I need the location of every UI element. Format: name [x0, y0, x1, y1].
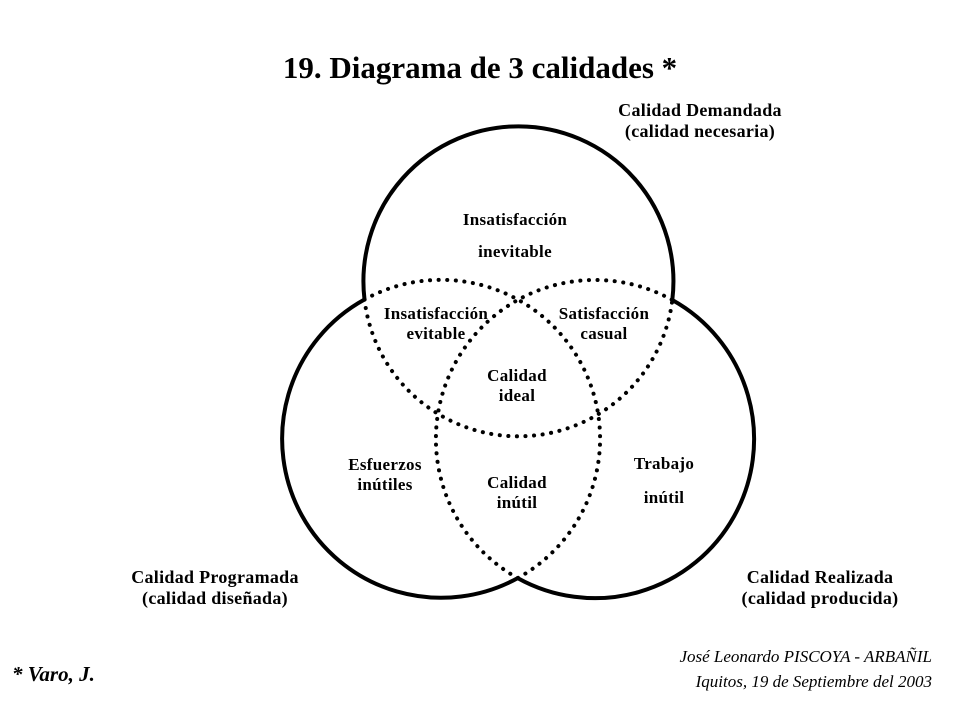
label-demandada-line2: (calidad necesaria): [624, 120, 776, 141]
author-place-date: Iquitos, 19 de Septiembre del 2003: [695, 671, 932, 691]
dotted-arc-programada-interior: [362, 277, 603, 581]
region-calidad-inutil: Calidad inútil: [457, 473, 577, 512]
region-calidad-ideal-line1: Calidad: [487, 366, 547, 385]
region-insat-evitable-line1: Insatisfacción: [383, 304, 489, 323]
region-calidad-inutil-line2: inútil: [496, 492, 538, 512]
region-insat-evitable-line2: evitable: [406, 323, 466, 343]
author-credit: José Leonardo PISCOYA - ARBAÑIL Iquitos,…: [679, 645, 932, 694]
label-calidad-demandada: Calidad Demandada (calidad necesaria): [580, 100, 820, 141]
region-trabajo-inutil: Trabajo inútil: [604, 447, 724, 515]
region-trabajo-line1: Trabajo: [633, 454, 695, 473]
dotted-arc-demandada-interior: [362, 297, 675, 439]
label-realizada-line2: (calidad producida): [741, 587, 899, 608]
region-calidad-ideal: Calidad ideal: [457, 366, 577, 405]
region-esfuerzos-inutiles: Esfuerzos inútiles: [325, 455, 445, 494]
region-insatisfaccion-inevitable: Insatisfacción inevitable: [435, 204, 595, 268]
footnote: * Varo, J.: [12, 662, 95, 686]
label-programada-line2: (calidad diseñada): [142, 587, 288, 608]
region-satisf-casual-line2: casual: [580, 323, 628, 343]
label-calidad-realizada: Calidad Realizada (calidad producida): [700, 567, 940, 608]
label-programada-line1: Calidad Programada: [131, 567, 299, 587]
label-calidad-programada: Calidad Programada (calidad diseñada): [95, 567, 335, 608]
region-calidad-inutil-line1: Calidad: [487, 473, 547, 492]
author-name: José Leonardo PISCOYA - ARBAÑIL: [679, 647, 932, 666]
region-insat-inevitable-line1: Insatisfacción: [462, 210, 568, 229]
page-title: 19. Diagrama de 3 calidades *: [282, 50, 678, 85]
circle-realizada-outline: [516, 298, 757, 601]
region-calidad-ideal-line2: ideal: [498, 385, 536, 405]
region-trabajo-line2: inútil: [643, 488, 685, 507]
region-esfuerzos-line1: Esfuerzos: [348, 455, 422, 474]
label-realizada-line1: Calidad Realizada: [746, 567, 894, 587]
circle-programada-outline: [280, 297, 519, 600]
region-satisf-casual-line1: Satisfacción: [558, 304, 650, 323]
region-esfuerzos-line2: inútiles: [357, 474, 413, 494]
region-insat-inevitable-line2: inevitable: [478, 242, 552, 261]
region-satisfaccion-casual: Satisfacción casual: [524, 304, 684, 343]
circle-demandada-outline: [361, 124, 676, 301]
label-demandada-line1: Calidad Demandada: [618, 100, 782, 120]
region-insatisfaccion-evitable: Insatisfacción evitable: [356, 304, 516, 343]
dotted-arc-realizada-interior: [433, 277, 675, 581]
